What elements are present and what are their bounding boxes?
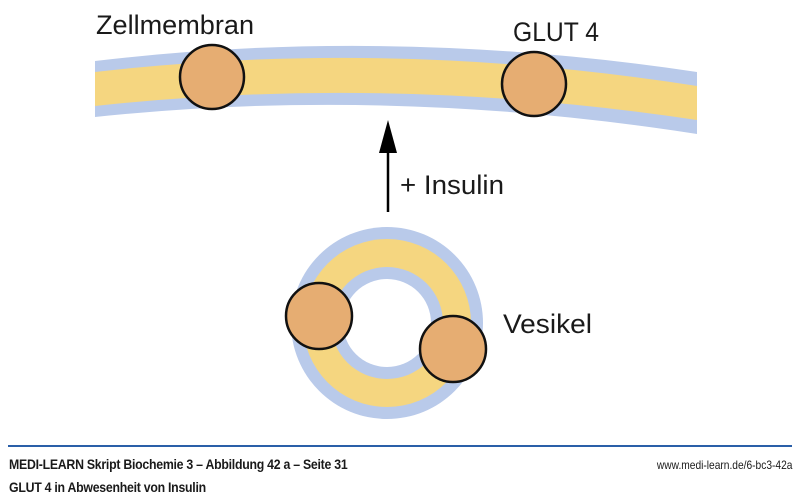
footer-divider (8, 445, 792, 447)
translocation-arrow (379, 120, 397, 212)
footer-title: MEDI-LEARN Skript Biochemie 3 – Abbildun… (9, 456, 348, 472)
label-zellmembran: Zellmembran (96, 10, 254, 40)
label-vesikel: Vesikel (503, 309, 592, 339)
glut4-transporter-vesicle-right (418, 314, 488, 384)
glut4-transporter-membrane-right (500, 50, 568, 118)
vesicle-lumen (343, 279, 431, 367)
label-glut4: GLUT 4 (513, 17, 599, 47)
glut4-diagram: Zellmembran GLUT 4 + Insulin Vesikel (95, 10, 697, 419)
footer-url: www.medi-learn.de/6-bc3-42a (656, 458, 792, 472)
arrow-head-icon (379, 120, 397, 153)
footer-subtitle: GLUT 4 in Abwesenheit von Insulin (9, 479, 206, 495)
glut4-transporter-vesicle-left (284, 281, 354, 351)
label-insulin: + Insulin (400, 170, 504, 200)
glut4-transporter-membrane-left (178, 43, 246, 111)
